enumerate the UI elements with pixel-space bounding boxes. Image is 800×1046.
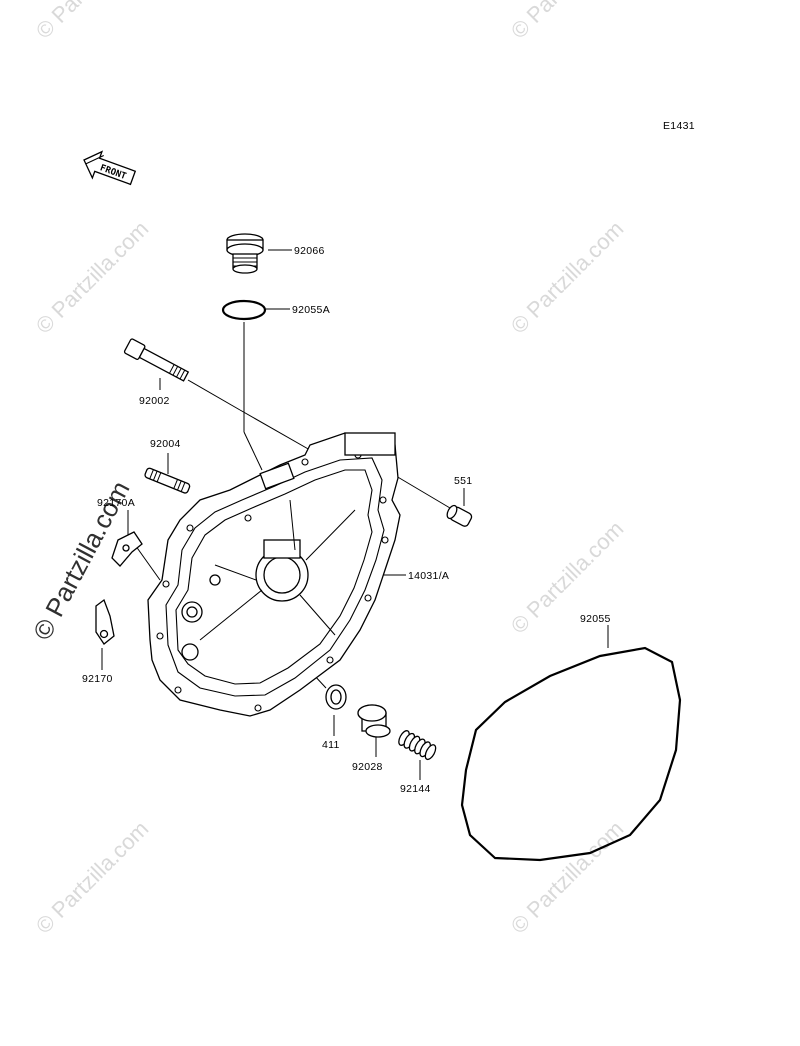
- part-label-92055a[interactable]: 92055A: [292, 304, 330, 316]
- spring-92144[interactable]: [397, 729, 438, 761]
- part-labels: 92066 92055A 92002 92004 551 92170A 1403…: [82, 245, 611, 795]
- plug-bolt-92066[interactable]: [226, 233, 264, 274]
- o-ring-92055a[interactable]: [221, 299, 267, 321]
- part-label-92028[interactable]: 92028: [352, 761, 383, 773]
- part-label-92170a[interactable]: 92170A: [97, 497, 135, 509]
- dowel-pin-551[interactable]: [445, 504, 473, 528]
- part-label-92004[interactable]: 92004: [150, 438, 181, 450]
- watermark: © Partzilla.com: [506, 216, 629, 339]
- bolt-92002[interactable]: [123, 338, 190, 383]
- part-label-551[interactable]: 551: [454, 475, 472, 487]
- watermark: © Partzilla.com: [31, 816, 154, 939]
- part-label-14031a[interactable]: 14031/A: [408, 570, 449, 582]
- diagram-code: E1431: [663, 120, 695, 132]
- part-label-92055[interactable]: 92055: [580, 613, 611, 625]
- clamp-92170a[interactable]: [111, 531, 143, 567]
- clamp-92170[interactable]: [95, 598, 115, 645]
- front-arrow-icon: FRONT: [83, 150, 137, 186]
- gasket-92055[interactable]: [460, 646, 682, 862]
- part-label-411[interactable]: 411: [322, 739, 340, 751]
- part-label-92170[interactable]: 92170: [82, 673, 113, 685]
- engine-cover-14031a[interactable]: [147, 432, 401, 717]
- watermark: © Partzilla.com: [31, 0, 154, 44]
- part-label-92066[interactable]: 92066: [294, 245, 325, 257]
- watermark: © Partzilla.com: [31, 216, 154, 339]
- part-label-92144[interactable]: 92144: [400, 783, 431, 795]
- bushing-92028[interactable]: [357, 704, 391, 738]
- part-label-92002[interactable]: 92002: [139, 395, 170, 407]
- watermark: © Partzilla.com: [506, 816, 629, 939]
- seal-411[interactable]: [325, 684, 347, 710]
- stud-92004[interactable]: [144, 467, 191, 494]
- watermark: © Partzilla.com: [506, 0, 629, 44]
